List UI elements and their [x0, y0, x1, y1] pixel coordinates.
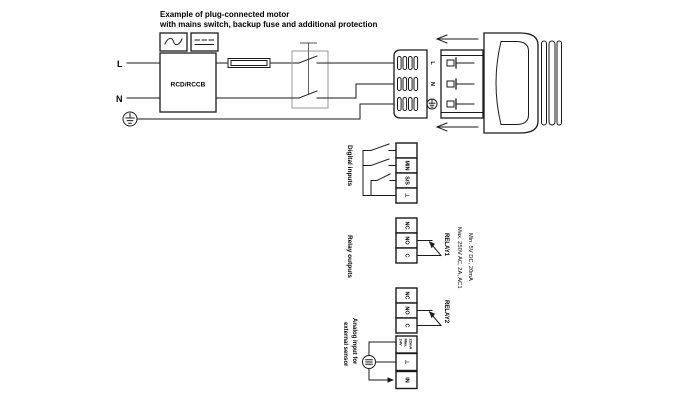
plug-earth-icon	[426, 98, 438, 110]
backup-fuse	[227, 58, 271, 68]
analog-label-line2: external sensor	[342, 322, 348, 367]
relay2-contact	[416, 310, 442, 327]
plug-slots	[397, 56, 419, 111]
digital-inputs-label: Digital inputs	[346, 145, 353, 187]
relay-outputs-section: Relay outputs NC NO C RELAY1 Max. 250V A…	[346, 217, 473, 334]
title-line2: with mains switch, backup fuse and addit…	[159, 20, 377, 29]
rcd-rccb-label: RCD/RCCB	[171, 82, 206, 89]
mains-switch	[291, 42, 329, 109]
relay-rating-max: Max. 250V AC, 2A, AC1	[456, 227, 462, 289]
digital-inputs-section: Digital inputs MIN S/S ⊥	[346, 142, 418, 204]
terminal-24v-line1: 24V	[399, 339, 404, 346]
earth-wire	[136, 103, 395, 120]
n-wire-out	[316, 83, 395, 99]
plug-housing	[483, 32, 539, 134]
plug-pins	[446, 57, 475, 110]
title: Example of plug-connected motor with mai…	[159, 10, 377, 29]
mains-circuit: L N RCD/RCCB	[116, 42, 395, 127]
terminal-gnd-label: ⊥	[404, 193, 410, 198]
relay2-name: RELAY2	[443, 300, 449, 324]
terminal-in-label: IN	[404, 377, 410, 383]
relay-outputs-label: Relay outputs	[346, 235, 353, 278]
analog-input-section: Analog input for external sensor 24V Max…	[342, 318, 418, 390]
plug-cavity	[495, 41, 529, 125]
pump-plug: L N	[393, 32, 562, 134]
terminal-ss-label: S/S	[404, 176, 410, 185]
relay1-terminals: NC NO C	[395, 217, 418, 264]
relay1-c-label: C	[404, 254, 410, 258]
terminal-min-label: MIN	[404, 160, 410, 170]
pulsating-dc-icon	[190, 32, 219, 52]
digital-input-switches	[362, 143, 397, 196]
external-sensor-icon	[362, 355, 376, 369]
analog-label-line1: Analog input for	[351, 318, 357, 365]
plug-pin-block	[440, 49, 484, 119]
insertion-arrow-bottom	[436, 122, 479, 132]
plug-cable-bars	[541, 40, 562, 126]
relay1-no-label: NO	[404, 236, 410, 245]
line-n-label: N	[116, 94, 123, 104]
relay1-contact	[416, 240, 442, 257]
terminal-blank	[395, 142, 418, 159]
relay1-name: RELAY1	[443, 233, 449, 257]
insertion-arrow-top	[436, 34, 479, 44]
relay2-terminals: NC NO C	[395, 287, 418, 334]
mains-in-wires	[126, 62, 161, 99]
plug-n-label: N	[429, 82, 435, 86]
ac-wave-icon	[159, 32, 188, 52]
rcd-rccb-box	[159, 52, 217, 113]
terminal-in	[395, 370, 418, 390]
relay2-no-label: NO	[404, 306, 410, 315]
earth-symbol	[122, 111, 138, 127]
line-l-label: L	[117, 59, 123, 69]
title-line1: Example of plug-connected motor	[160, 10, 289, 19]
terminal-24v-line2: Max.	[404, 339, 409, 348]
relay1-nc-label: NC	[404, 222, 410, 230]
plug-terminal-block	[393, 49, 428, 119]
relay-rating-min: Min. 5V DC, 20mA	[467, 233, 473, 281]
plug-l-label: L	[429, 61, 435, 65]
rcd-type-icons	[159, 32, 219, 52]
sensor-wires	[368, 341, 397, 383]
terminal-24v-line3: 22mA	[409, 339, 414, 350]
relay2-c-label: C	[404, 324, 410, 328]
relay2-nc-label: NC	[404, 292, 410, 300]
terminal-gnd-analog-label: ⊥	[404, 359, 410, 364]
